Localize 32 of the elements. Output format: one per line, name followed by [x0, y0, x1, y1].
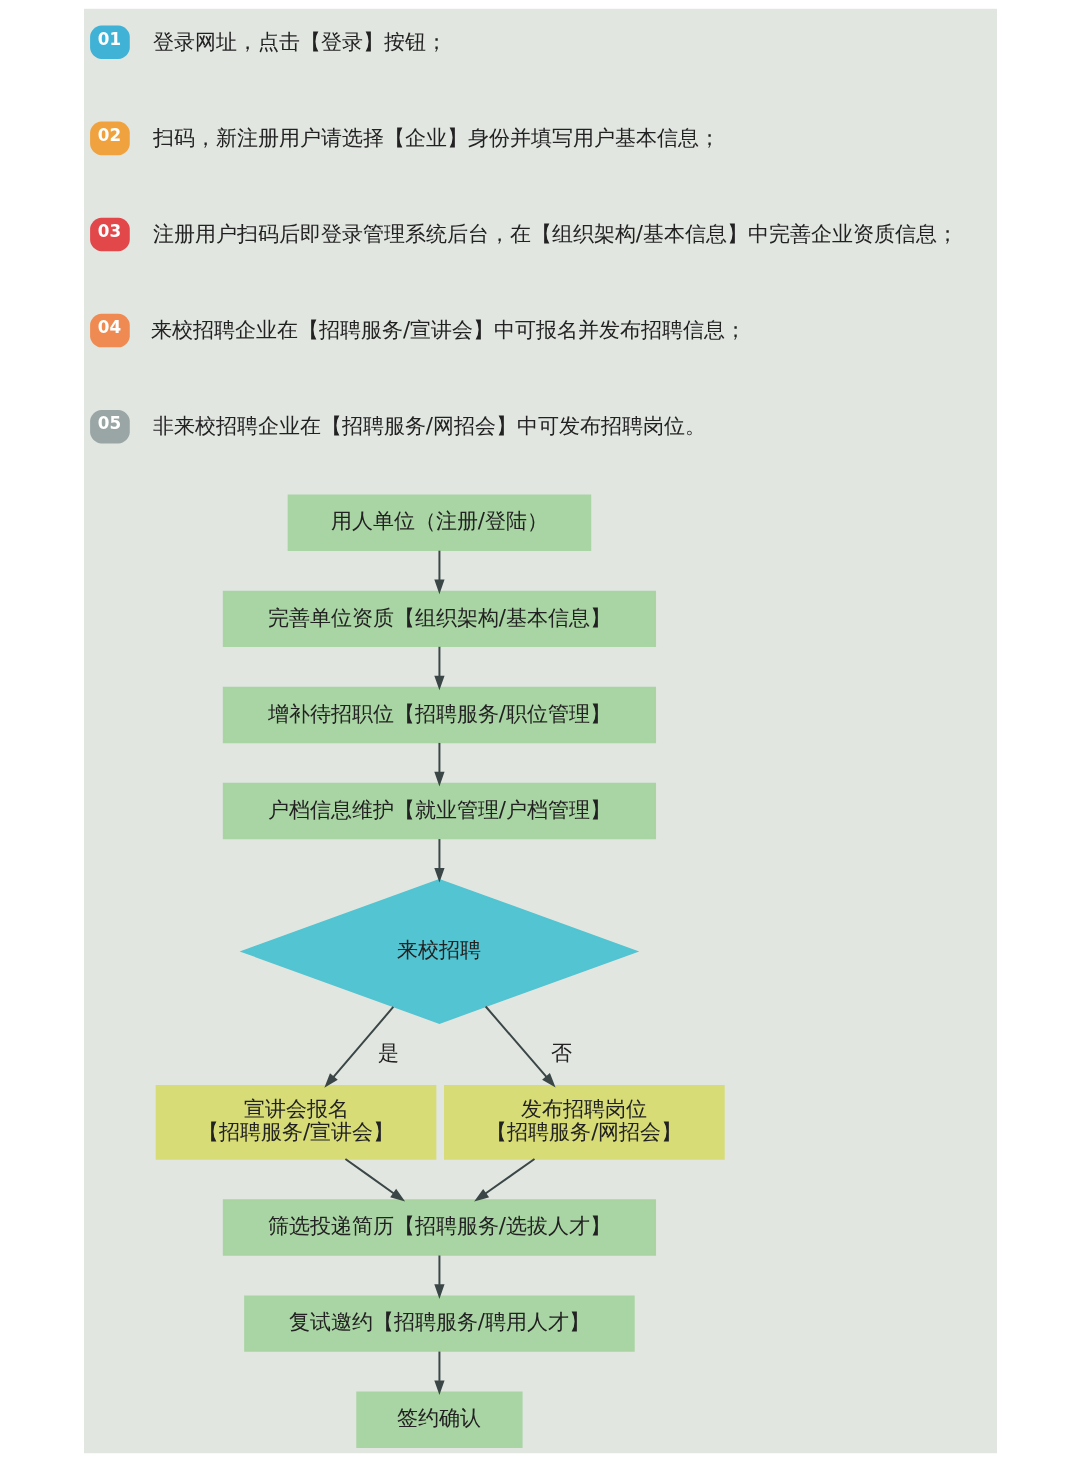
- label: 03: [97, 221, 121, 242]
- arrow: [484, 1005, 556, 1088]
- label: 来校招聘企业在【招聘服务/宣讲会】中可报名并发布招聘信息；: [150, 316, 746, 342]
- edge-label: 否: [550, 1040, 572, 1066]
- node-box: 完善单位资质【组织架构/基本信息】: [222, 590, 656, 648]
- node-box: 户档信息维护【就业管理/户档管理】: [222, 782, 656, 840]
- label: 扫码，新注册用户请选择【企业】身份并填写用户基本信息；: [152, 124, 720, 150]
- arrow: [433, 1254, 445, 1299]
- node-box: 签约确认: [355, 1391, 523, 1448]
- node-box: 用人单位（注册/登陆）: [287, 494, 591, 551]
- node-diamond: 来校招聘: [239, 878, 639, 1024]
- node-box: 发布招聘岗位 【招聘服务/网招会】: [443, 1084, 725, 1160]
- arrow: [343, 1158, 405, 1202]
- arrow: [433, 549, 445, 595]
- label: 01: [97, 28, 121, 49]
- arrow: [433, 838, 445, 883]
- label: 登录网址，点击【登录】按钮；: [152, 28, 447, 54]
- node-box: 增补待招职位【招聘服务/职位管理】: [222, 686, 656, 744]
- arrow: [433, 741, 445, 787]
- label: 非来校招聘企业在【招聘服务/网招会】中可发布招聘岗位。: [152, 413, 706, 439]
- node-box: 筛选投递简历【招聘服务/选拔人才】: [222, 1199, 656, 1256]
- arrow: [323, 1006, 394, 1088]
- label: 注册用户扫码后即登录管理系统后台，在【组织架构/基本信息】中完善企业资质信息；: [152, 220, 958, 246]
- label: 02: [97, 125, 121, 146]
- arrow: [473, 1158, 535, 1202]
- label: 05: [97, 413, 121, 434]
- label: 04: [97, 317, 121, 338]
- edge-label: 是: [377, 1040, 399, 1066]
- arrow: [433, 645, 445, 691]
- node-box: 宣讲会报名 【招聘服务/宣讲会】: [155, 1084, 436, 1160]
- node-box: 复试邀约【招聘服务/聘用人才】: [243, 1295, 635, 1352]
- arrow: [433, 1350, 445, 1396]
